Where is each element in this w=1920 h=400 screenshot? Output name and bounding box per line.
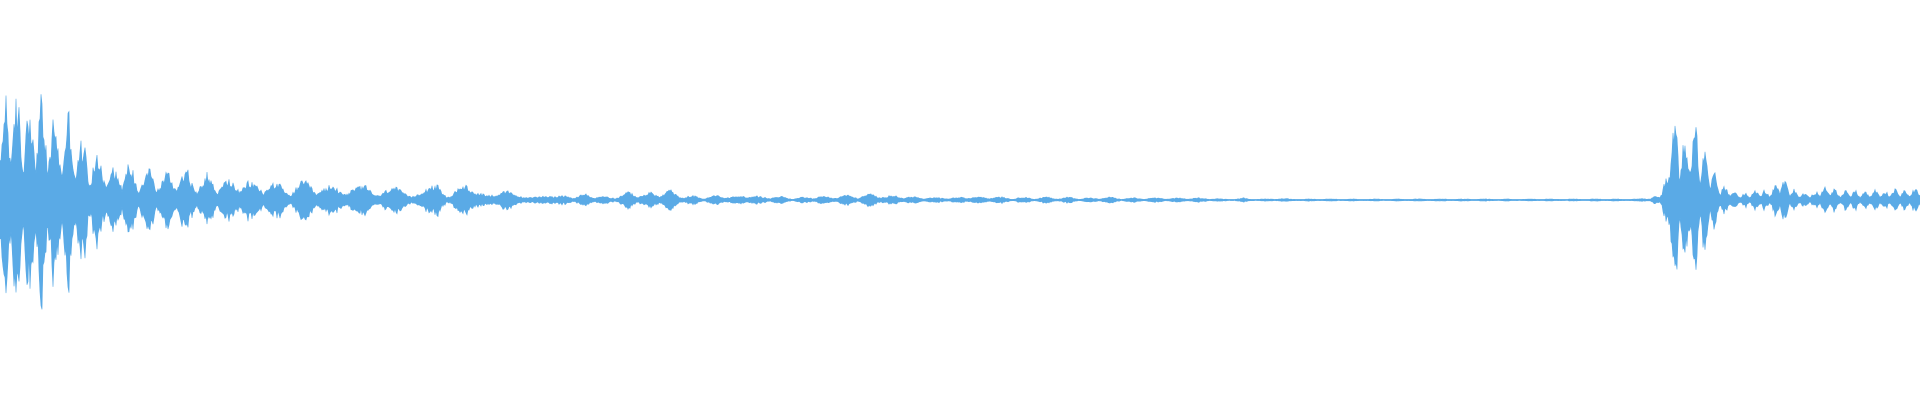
waveform-shape [0, 94, 1920, 310]
